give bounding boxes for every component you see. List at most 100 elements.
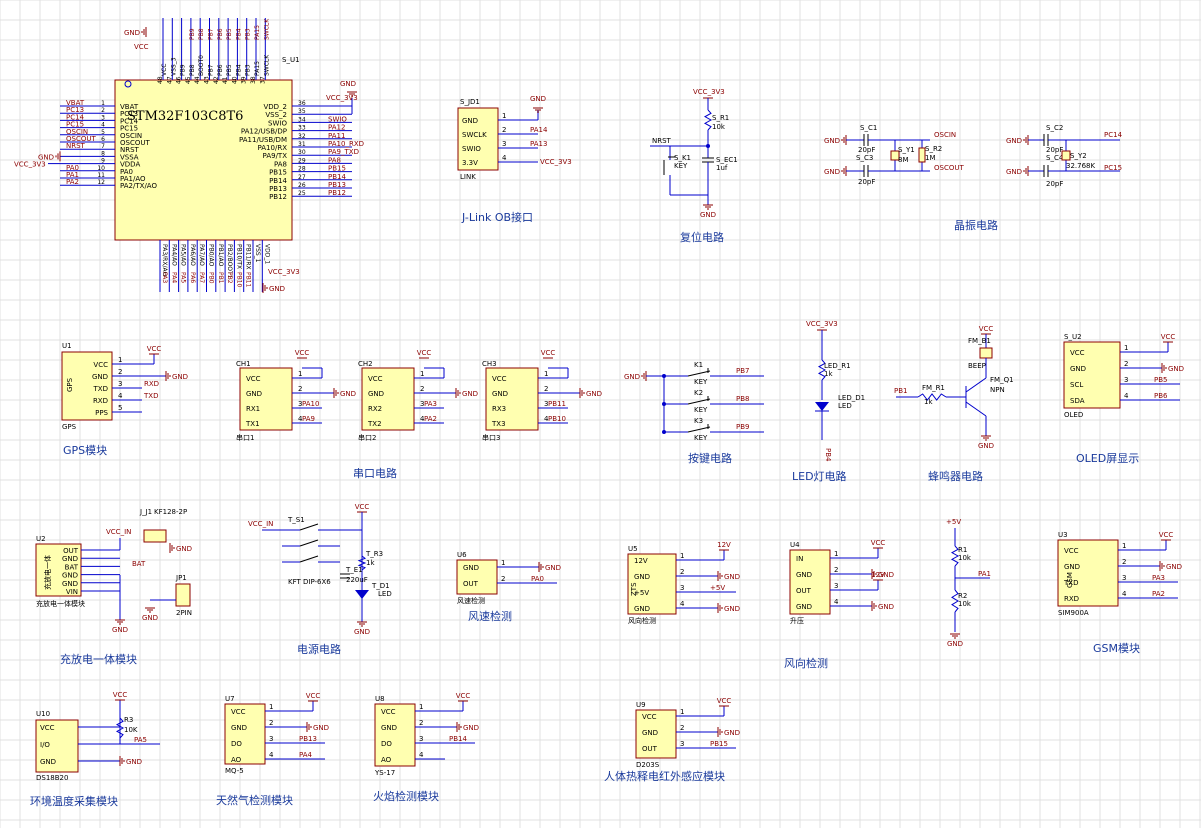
value: KEY: [674, 162, 688, 170]
mcu-pin-name: PA11/USB/DM: [239, 136, 287, 144]
pin-name: VCC: [368, 375, 383, 383]
gnd-symbol: GND: [1159, 561, 1182, 571]
ref: J_J1: [139, 508, 152, 516]
value: BEEP: [968, 362, 986, 370]
mcu-pin-number: 1: [101, 100, 105, 107]
gnd-label: GND: [978, 442, 994, 450]
mcu-pin-name: PB3: [245, 64, 252, 76]
mcu-pin-number: 5: [101, 129, 105, 136]
pin-name: OUT: [796, 587, 812, 595]
ref: K3: [694, 417, 703, 425]
gnd-label: GND: [354, 628, 370, 636]
ref: S_EC1: [716, 156, 738, 164]
pin-name: OUT: [463, 580, 479, 588]
pin-number: 3: [834, 582, 838, 590]
gnd-symbol: GND: [456, 722, 479, 732]
ref-designator: U6: [457, 551, 467, 559]
caption-pir: 人体热释电红外感应模块: [604, 769, 725, 783]
net-label: PC14: [66, 113, 85, 121]
pin-number: 3: [420, 400, 424, 408]
net-label: PB3: [245, 28, 252, 40]
junction: [662, 430, 666, 434]
mcu-pin-name: PB12: [269, 193, 287, 201]
vcc-symbol: VCC: [1159, 531, 1173, 541]
part-name: 串口1: [236, 434, 254, 442]
uart-body: [239, 367, 293, 431]
value: KF128-2P: [154, 508, 187, 516]
net-label: PB15: [328, 165, 346, 173]
net-label: PB13: [299, 735, 317, 743]
wire: [965, 377, 987, 393]
vcc-label: VCC_IN: [248, 520, 273, 528]
gnd-label: GND: [340, 390, 356, 398]
pin-name: RXD: [93, 397, 108, 405]
net-label: PA0: [531, 575, 544, 583]
pin-number: 3: [419, 735, 423, 743]
jumper-body: [175, 583, 191, 607]
resistor-zigzag: [917, 393, 947, 401]
caption-wind-speed: 风速检测: [468, 609, 512, 623]
pin-name: BAT: [65, 563, 79, 571]
mcu-pin-number: 47: [166, 76, 173, 84]
section-captions: J-Link OB接口 复位电路 晶振电路 GPS模块 串口电路 按键电路 LE…: [30, 211, 1140, 808]
net-label: VCC_3V3: [14, 161, 46, 169]
mcu-pin-name: PA10/RX: [258, 144, 288, 152]
net-label: SWCLK: [263, 18, 270, 40]
led-triangle: [815, 402, 829, 411]
mcu-pin-name: PB0/AO: [208, 244, 215, 267]
net-label: PB13: [328, 181, 346, 189]
value: 1M: [925, 154, 936, 162]
mcu-pin-number: 42: [213, 76, 220, 84]
ref: S_R1: [712, 114, 729, 122]
pin1-marker: [124, 80, 132, 88]
part-name: 串口2: [358, 434, 376, 442]
resistor-zigzag: [817, 359, 827, 381]
vcc-label: VCC_3V3: [693, 88, 725, 96]
charge-body: [35, 543, 82, 597]
net-label: OSCIN: [934, 131, 956, 139]
pin-number: 2: [1122, 558, 1126, 566]
mcu-pin-number: 43: [204, 76, 211, 84]
pin-name: GND: [796, 603, 812, 611]
pin-name: VCC: [40, 724, 55, 732]
vcc-symbol: VCC: [979, 325, 993, 335]
mcu-pin-number: 37: [259, 76, 266, 84]
pin-name: TX3: [491, 420, 506, 428]
ref: R1: [958, 546, 967, 554]
vcc-symbol: 12V: [717, 541, 731, 551]
gnd-label: GND: [724, 573, 740, 581]
gnd-label: GND: [824, 168, 840, 176]
part-name: MQ-5: [225, 767, 244, 775]
value: 20pF: [1046, 180, 1063, 188]
part-name: SIM900A: [1058, 609, 1089, 617]
mcu-pin-name: PB14: [269, 177, 287, 185]
gnd-symbol: GND: [947, 633, 963, 648]
value: KEY: [694, 406, 708, 414]
ref: R3: [124, 716, 133, 724]
pin-name: RXD: [1064, 595, 1079, 603]
mcu-pin-name: VSS_3: [170, 57, 177, 76]
gnd-label: GND: [463, 724, 479, 732]
net-label: PB9: [736, 423, 749, 431]
pin-name: +5V: [634, 589, 649, 597]
vcc-label: VCC: [417, 349, 432, 357]
pin-number: 3: [680, 740, 684, 748]
caption-charge: 充放电一体模块: [60, 652, 137, 666]
mcu-stm32: STM32F103C8T6S_U1VBAT1VBATPC132PC13PC143…: [14, 18, 364, 293]
net-label: PB2: [226, 272, 233, 284]
value: 1k: [366, 559, 375, 567]
resistor-zigzag: [115, 717, 125, 739]
pin-name: GND: [463, 564, 479, 572]
resistor: [703, 109, 713, 131]
ref: R2: [958, 592, 967, 600]
gnd-symbol: GND: [262, 283, 285, 293]
pin-number: 3: [544, 400, 548, 408]
mcu-pin-number: 41: [222, 76, 229, 84]
pin-number: 1: [680, 708, 684, 716]
pin-number: 3: [1122, 574, 1126, 582]
pin-number: 2: [834, 566, 838, 574]
resistor: [917, 393, 947, 401]
